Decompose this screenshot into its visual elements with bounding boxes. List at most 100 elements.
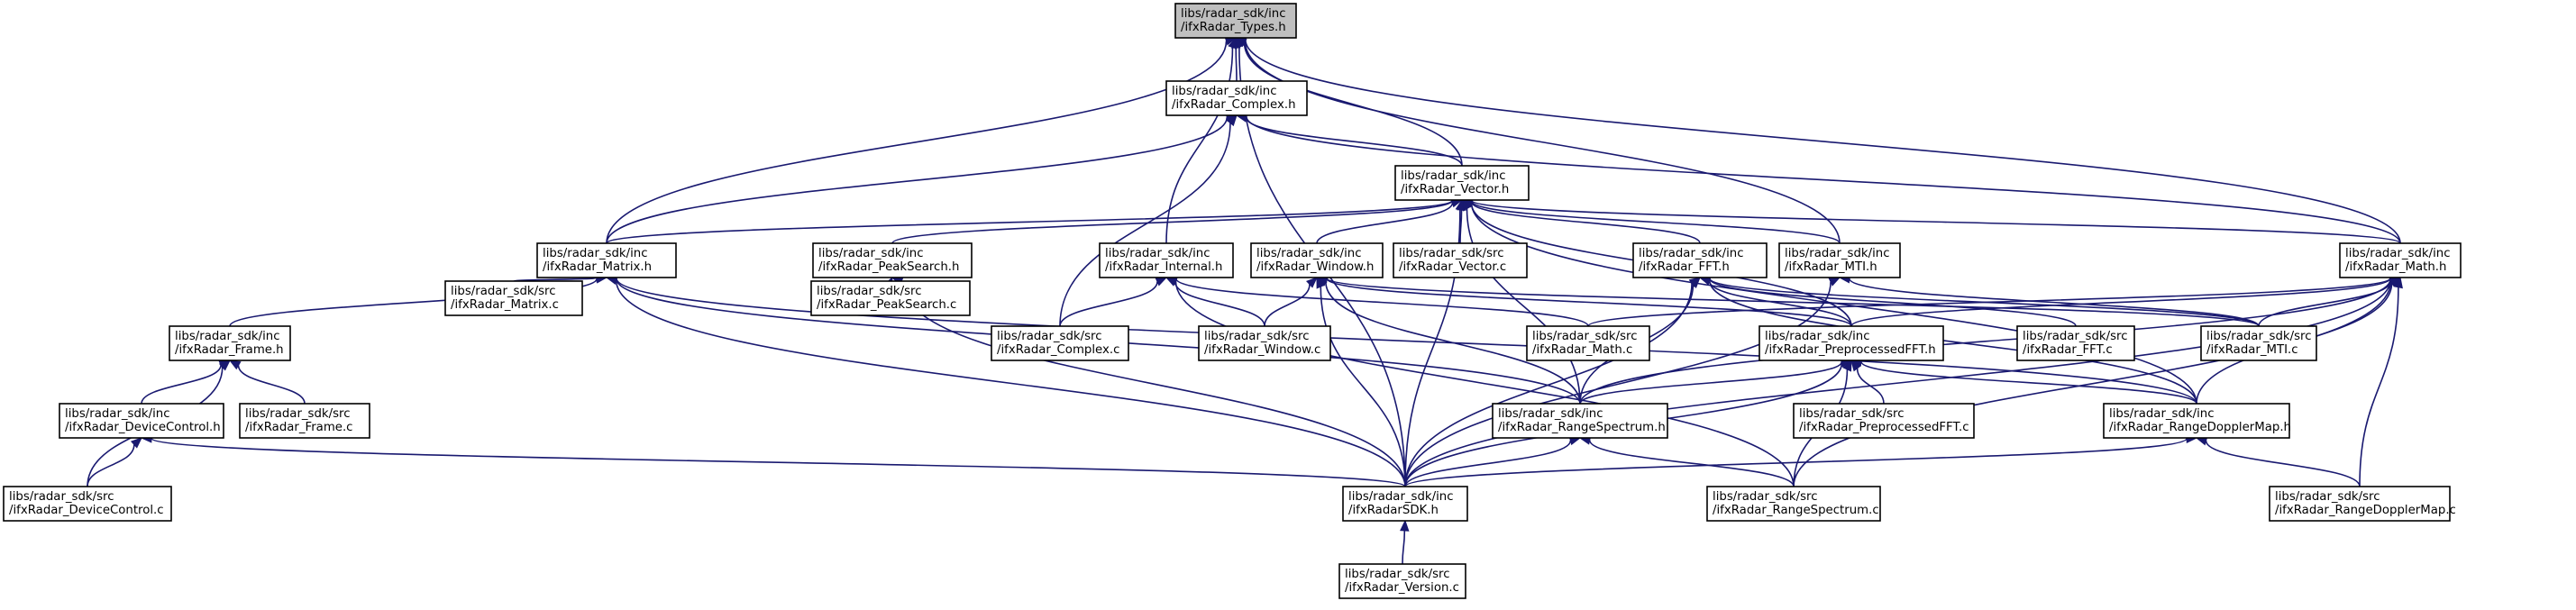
node-box <box>1793 403 1975 439</box>
node-file-label: /ifxRadar_PeakSearch.c <box>817 298 956 312</box>
node-file-label: /ifxRadar_FFT.h <box>1639 260 1730 274</box>
node-path-label: libs/radar_sdk/inc <box>1785 247 1890 260</box>
edge-line <box>1579 361 1842 405</box>
node-peaksearch[interactable]: libs/radar_sdk/inc/ifxRadar_PeakSearch.h <box>812 242 973 278</box>
node-types[interactable]: libs/radar_sdk/inc/ifxRadar_Types.h <box>1174 3 1297 39</box>
edge-sdk-to-mti <box>1404 277 1841 487</box>
node-path-label: libs/radar_sdk/src <box>2206 330 2312 343</box>
edge-line <box>1325 281 1581 405</box>
edge-line <box>1244 41 1841 244</box>
edge-line <box>1466 208 1581 405</box>
node-path-label: libs/radar_sdk/inc <box>1639 247 1744 260</box>
node-path-label: libs/radar_sdk/src <box>9 490 114 504</box>
node-complex[interactable]: libs/radar_sdk/inc/ifxRadar_Complex.h <box>1165 80 1308 116</box>
edge-line <box>1709 278 2077 327</box>
node-peaksearch-c[interactable]: libs/radar_sdk/src/ifxRadar_PeakSearch.c <box>810 280 971 316</box>
node-box <box>536 242 677 278</box>
edge-line <box>1471 200 1841 244</box>
node-preprocfft-c[interactable]: libs/radar_sdk/src/ifxRadar_Preprocessed… <box>1793 403 1975 439</box>
edge-arrowhead <box>1688 277 1702 287</box>
edge-line <box>606 117 1229 244</box>
node-sdk[interactable]: libs/radar_sdk/inc/ifxRadarSDK.h <box>1342 486 1468 522</box>
edge-arrowhead <box>1235 36 1244 50</box>
edge-rangespectrum_c-to-internal <box>1165 276 1795 487</box>
node-path-label: libs/radar_sdk/src <box>1713 490 1818 504</box>
node-rangedoppler[interactable]: libs/radar_sdk/inc/ifxRadar_RangeDoppler… <box>2103 403 2291 439</box>
node-box <box>1338 563 1466 599</box>
edge-rangedoppler_c-to-math <box>2359 276 2403 487</box>
node-mti-c[interactable]: libs/radar_sdk/src/ifxRadar_MTI.c <box>2200 325 2317 361</box>
node-file-label: /ifxRadar_RangeDopplerMap.c <box>2275 504 2456 517</box>
node-preprocfft[interactable]: libs/radar_sdk/inc/ifxRadar_Preprocessed… <box>1758 325 1944 361</box>
node-file-label: /ifxRadar_Matrix.c <box>451 298 559 312</box>
edge-rangespectrum_c-to-math <box>1793 276 2402 487</box>
node-box <box>2103 403 2290 439</box>
edge-line <box>1856 368 1885 405</box>
node-internal[interactable]: libs/radar_sdk/inc/ifxRadar_Internal.h <box>1099 242 1234 278</box>
node-file-label: /ifxRadar_PreprocessedFFT.h <box>1765 343 1936 357</box>
node-math[interactable]: libs/radar_sdk/inc/ifxRadar_Math.h <box>2339 242 2462 278</box>
node-frame-c[interactable]: libs/radar_sdk/src/ifxRadar_Frame.c <box>239 403 370 439</box>
node-path-label: libs/radar_sdk/inc <box>1181 7 1286 21</box>
node-devicecontrol[interactable]: libs/radar_sdk/inc/ifxRadar_DeviceContro… <box>59 403 224 439</box>
edge-sdk-to-fft <box>1404 277 1702 487</box>
node-path-label: libs/radar_sdk/inc <box>1498 407 1603 421</box>
edge-window_c-to-window <box>1264 277 1318 327</box>
edge-frame_c-to-frame <box>228 360 306 405</box>
edge-arrowhead <box>228 360 242 370</box>
node-box <box>1198 325 1331 361</box>
node-window[interactable]: libs/radar_sdk/inc/ifxRadar_Window.h <box>1250 242 1384 278</box>
node-fft-c[interactable]: libs/radar_sdk/src/ifxRadar_FFT.c <box>2016 325 2135 361</box>
node-box <box>2016 325 2135 361</box>
node-box <box>991 325 1129 361</box>
edge-line <box>1059 281 1158 327</box>
node-rangespectrum[interactable]: libs/radar_sdk/inc/ifxRadar_RangeSpectru… <box>1492 403 1668 439</box>
edge-line <box>1246 116 2401 244</box>
node-frame[interactable]: libs/radar_sdk/inc/ifxRadar_Frame.h <box>169 325 291 361</box>
node-mti[interactable]: libs/radar_sdk/inc/ifxRadar_MTI.h <box>1778 242 1901 278</box>
edge-line <box>1245 117 1463 167</box>
edge-sdk-to-devicecontrol <box>140 433 1406 487</box>
node-vector-c[interactable]: libs/radar_sdk/src/ifxRadar_Vector.c <box>1393 242 1528 278</box>
node-box <box>1526 325 1650 361</box>
node-matrix-c[interactable]: libs/radar_sdk/src/ifxRadar_Matrix.c <box>444 280 583 316</box>
node-version-c[interactable]: libs/radar_sdk/src/ifxRadar_Version.c <box>1338 563 1466 599</box>
edge-line <box>891 200 1453 244</box>
node-file-label: /ifxRadar_Vector.c <box>1399 260 1506 274</box>
node-box <box>1342 486 1468 522</box>
node-path-label: libs/radar_sdk/src <box>1799 407 1905 421</box>
node-rangespectrum-c[interactable]: libs/radar_sdk/src/ifxRadar_RangeSpectru… <box>1706 486 1881 522</box>
node-box <box>3 486 172 522</box>
edge-arrowhead <box>1455 198 1465 212</box>
edge-line <box>1235 47 1238 82</box>
node-path-label: libs/radar_sdk/src <box>2023 330 2128 343</box>
node-box <box>1778 242 1901 278</box>
edge-arrowhead <box>130 437 142 449</box>
edge-sdk-to-rangedoppler <box>1404 433 2198 487</box>
edge-sdk-to-window <box>1316 276 1406 487</box>
node-path-label: libs/radar_sdk/src <box>2275 490 2380 504</box>
node-path-label: libs/radar_sdk/src <box>245 407 351 421</box>
node-fft[interactable]: libs/radar_sdk/inc/ifxRadar_FFT.h <box>1632 242 1768 278</box>
node-window-c[interactable]: libs/radar_sdk/src/ifxRadar_Window.c <box>1198 325 1331 361</box>
node-rangedoppler-c[interactable]: libs/radar_sdk/src/ifxRadar_RangeDoppler… <box>2269 486 2456 522</box>
edge-line <box>87 444 135 487</box>
edge-line <box>1320 287 1406 487</box>
edge-arrowhead <box>1226 114 1238 127</box>
node-math-c[interactable]: libs/radar_sdk/src/ifxRadar_Math.c <box>1526 325 1650 361</box>
edge-line <box>606 199 1453 244</box>
node-devicecontrol-c[interactable]: libs/radar_sdk/src/ifxRadar_DeviceContro… <box>3 486 172 522</box>
node-path-label: libs/radar_sdk/inc <box>65 407 170 421</box>
node-path-label: libs/radar_sdk/src <box>1399 247 1504 260</box>
edge-line <box>1243 42 1463 167</box>
node-matrix[interactable]: libs/radar_sdk/inc/ifxRadar_Matrix.h <box>536 242 677 278</box>
node-box <box>1632 242 1768 278</box>
edge-matrix-to-types <box>606 36 1238 244</box>
node-path-label: libs/radar_sdk/inc <box>1765 330 1870 343</box>
node-vector[interactable]: libs/radar_sdk/inc/ifxRadar_Vector.h <box>1394 165 1530 201</box>
node-path-label: libs/radar_sdk/src <box>997 330 1102 343</box>
node-box <box>810 280 971 316</box>
edge-line <box>1059 123 1231 327</box>
node-complex-c[interactable]: libs/radar_sdk/src/ifxRadar_Complex.c <box>991 325 1129 361</box>
